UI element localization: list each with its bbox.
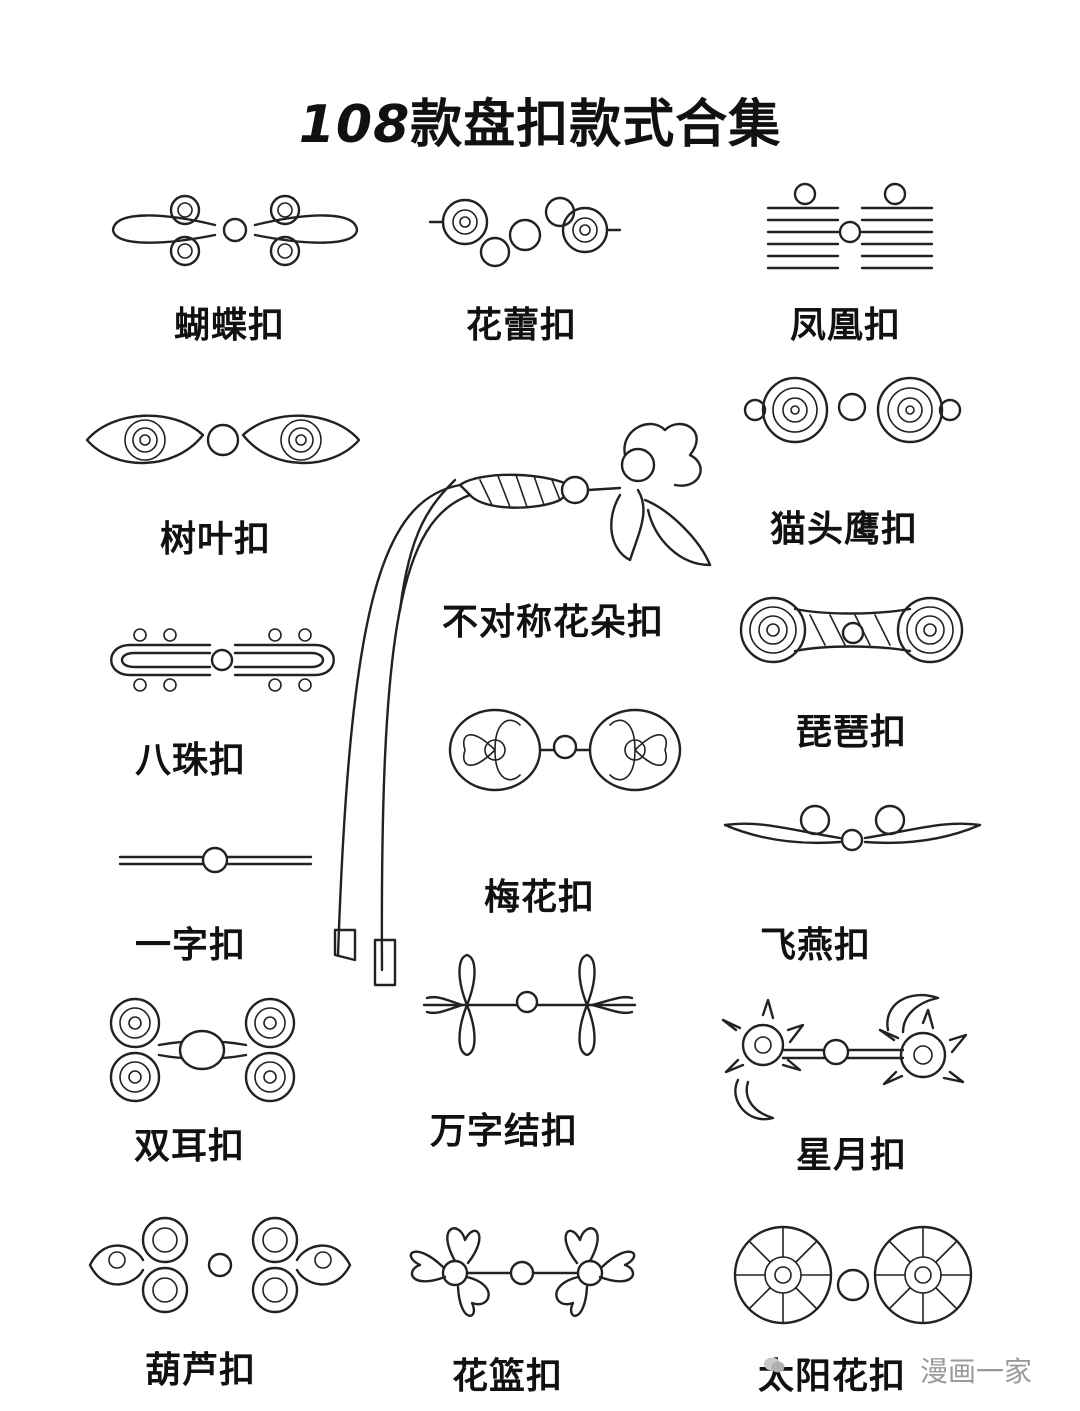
hualan-knot-icon xyxy=(409,1227,636,1318)
label-hualan: 花篮扣 xyxy=(452,1356,564,1397)
shuye-knot-icon xyxy=(85,414,361,465)
page-title: 108款盘扣款式合集 xyxy=(0,82,1080,157)
label-hualei: 花蕾扣 xyxy=(466,305,578,346)
knot-fenghuang xyxy=(760,180,940,280)
meihua-knot-icon xyxy=(448,708,682,792)
label-fenghuang: 凤凰扣 xyxy=(790,305,902,346)
knot-hulu xyxy=(85,1210,355,1320)
feiyan-knot-icon xyxy=(723,804,982,852)
fenghuang-knot-icon xyxy=(766,182,934,270)
watermark: 漫画一家 xyxy=(920,1355,1033,1388)
wechat-icon xyxy=(764,1357,785,1373)
shuanger-knot-icon xyxy=(109,997,296,1103)
label-pipa: 琵琶扣 xyxy=(796,712,908,753)
label-shuye: 树叶扣 xyxy=(160,519,272,560)
label-buduichen: 不对称花朵扣 xyxy=(442,602,665,643)
label-meihua: 梅花扣 xyxy=(484,877,596,918)
xingyue-knot-icon xyxy=(721,993,968,1121)
maotouying-knot-icon xyxy=(743,376,962,444)
label-wanzi: 万字结扣 xyxy=(430,1111,579,1152)
title-text: 款盘扣款式合集 xyxy=(410,95,782,155)
pipa-knot-icon xyxy=(739,596,964,664)
knot-shuanger xyxy=(105,995,300,1105)
label-bazhu: 八珠扣 xyxy=(135,740,247,781)
label-hulu: 葫芦扣 xyxy=(145,1350,257,1391)
title-number: 108 xyxy=(298,95,411,155)
knot-hudie xyxy=(105,185,365,275)
buduichen-knot-icon xyxy=(333,422,712,987)
knot-bazhu xyxy=(100,625,345,695)
hulu-knot-icon xyxy=(88,1216,352,1314)
label-xingyue: 星月扣 xyxy=(796,1135,908,1176)
hualei-knot-icon xyxy=(428,196,622,268)
label-shuanger: 双耳扣 xyxy=(134,1126,246,1167)
knot-xingyue xyxy=(708,990,978,1130)
bazhu-knot-icon xyxy=(110,628,335,692)
knot-wanzi xyxy=(422,950,637,1060)
label-maotouying: 猫头鹰扣 xyxy=(770,509,919,550)
label-hudie: 蝴蝶扣 xyxy=(174,305,286,346)
wanzi-knot-icon xyxy=(422,953,637,1057)
knot-pipa xyxy=(735,595,965,665)
yizi-knot-icon xyxy=(118,846,313,874)
knot-yizi xyxy=(118,845,313,875)
knot-shuye xyxy=(83,405,363,475)
knot-buduichen xyxy=(320,410,720,995)
knot-feiyan xyxy=(720,800,985,860)
knot-hualei xyxy=(425,190,625,275)
label-yizi: 一字扣 xyxy=(135,925,247,966)
knot-taiyang xyxy=(708,1220,993,1330)
label-taiyang: 太阳花扣 xyxy=(758,1356,907,1397)
knot-meihua xyxy=(440,705,690,795)
knot-maotouying xyxy=(740,355,965,465)
label-feiyan: 飞燕扣 xyxy=(760,925,872,966)
taiyang-knot-icon xyxy=(733,1225,973,1325)
hudie-knot-icon xyxy=(111,194,359,267)
knot-hualan xyxy=(390,1215,655,1330)
